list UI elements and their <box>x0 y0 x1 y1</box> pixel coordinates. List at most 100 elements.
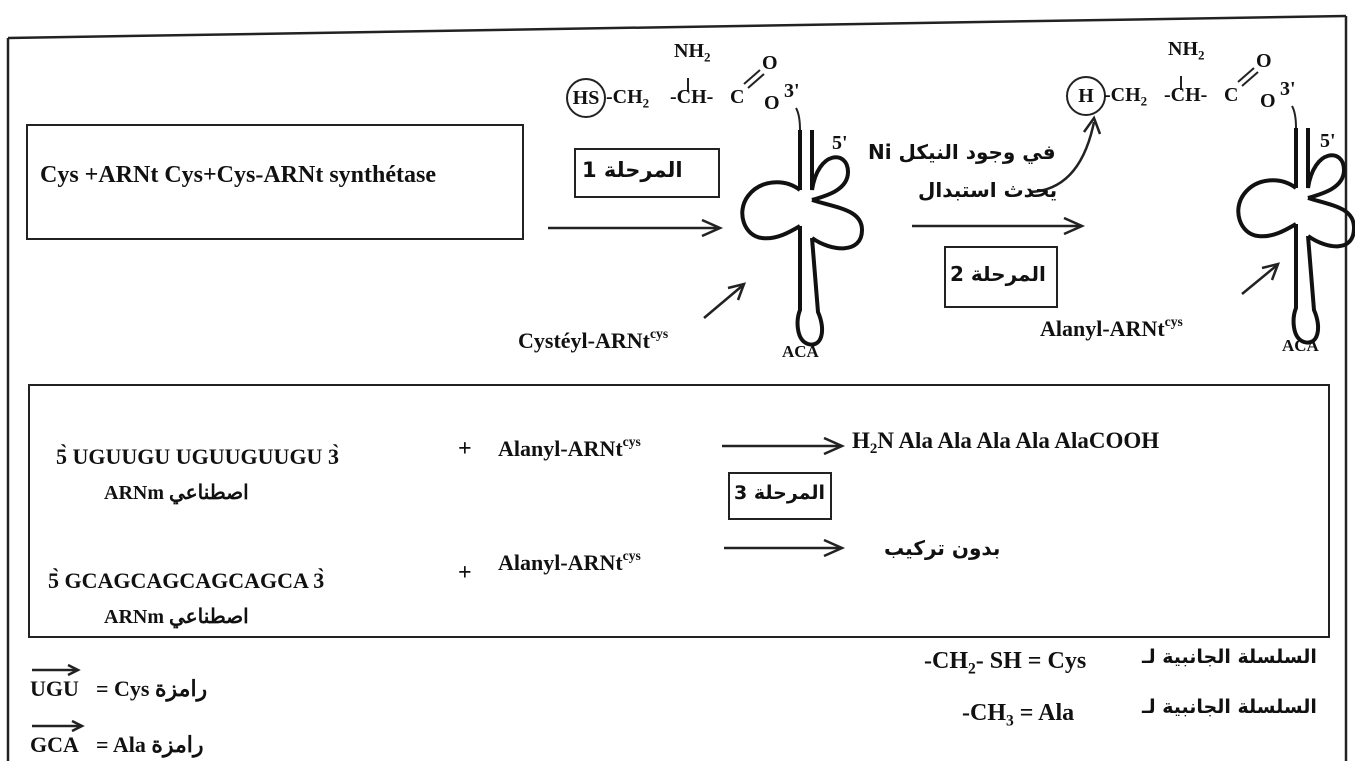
arrow-step1-head <box>701 218 724 238</box>
bond-co-1a <box>743 69 761 85</box>
molecule1-o-link: O <box>764 92 780 114</box>
alanyl-trna-label: Alanyl-ARNtcys <box>1040 314 1183 342</box>
pointer-alanyl <box>1241 265 1277 295</box>
reagent1-text: Alanyl-ARNt <box>498 436 623 462</box>
codon-gca: GCA <box>30 732 79 757</box>
ala-side-chain-text: السلسلة الجانبية لـ <box>1142 696 1317 718</box>
cys-side-chain-text: السلسلة الجانبية لـ <box>1142 646 1317 668</box>
reagent2-text: Alanyl-ARNt <box>498 550 623 576</box>
ala-formula-sub: 3 <box>1006 712 1014 730</box>
molecule2-o-link: O <box>1260 90 1276 112</box>
hs-group-circle: HS <box>566 78 606 118</box>
step2-label-box <box>944 246 1058 308</box>
reagent1: Alanyl-ARNtcys <box>498 434 641 462</box>
molecule2-ch: -CH- <box>1164 84 1208 106</box>
molecule1-nh2-text: NH <box>674 40 704 62</box>
molecule2-ch2-text: -CH <box>1104 84 1141 106</box>
codon-ugu-def: = Cys رامزة <box>96 676 208 701</box>
product2-none: بدون تركيب <box>884 536 1001 560</box>
molecule1-ch2: -CH2 <box>606 86 649 112</box>
molecule1-ch: -CH- <box>670 86 714 108</box>
molecule2-o: O <box>1256 50 1272 72</box>
molecule1-o: O <box>762 52 778 74</box>
bond-3prime-2 <box>1291 105 1297 129</box>
step1-label-box <box>574 148 720 198</box>
product1-h-sub: 2 <box>869 441 878 458</box>
bond-co-1b <box>747 73 765 89</box>
mrna1-label: ARNm اصطناعي <box>104 482 249 504</box>
bond-3prime-1 <box>795 107 801 131</box>
trna1-5prime: 5' <box>832 132 848 154</box>
arrow-step3-row1-head <box>823 436 846 456</box>
vector-gca-head <box>71 719 85 733</box>
product1-rest: N Ala Ala Ala Ala AlaCOOH <box>877 428 1160 453</box>
pointer-cysteyl <box>703 285 743 319</box>
product1-h: H <box>852 428 870 453</box>
molecule1-nh2: NH2 <box>674 40 711 66</box>
hs-group-label: HS <box>572 87 600 109</box>
vector-ugu-head <box>67 663 81 677</box>
arrow-step2-head <box>1063 216 1086 236</box>
mrna2-sequence: 5̀ GCAGCAGCAGCAGCA 3̀ <box>48 568 325 593</box>
trna1-anticodon: ACA <box>782 342 819 361</box>
ala-side-chain-formula: -CH3 = Ala <box>962 700 1074 730</box>
step3-panel <box>28 384 1330 638</box>
ala-formula-b: = Ala <box>1013 700 1075 726</box>
step3-label: المرحلة 3 <box>734 482 826 504</box>
cys-formula-sub: 2 <box>968 660 976 678</box>
h-group-circle: H <box>1066 76 1106 116</box>
h-group-label: H <box>1078 85 1094 107</box>
step2-condition-1: في وجود النيكل Ni <box>868 140 1056 164</box>
molecule1-ch2-text: -CH <box>606 86 643 108</box>
codon-ugu: UGU <box>30 676 79 701</box>
cysteyl-trna-label: Cystéyl-ARNtcys <box>518 326 668 354</box>
bond-co-2a <box>1237 67 1255 83</box>
plus-2: + <box>458 560 472 586</box>
reaction-box <box>26 124 524 240</box>
step2-label: المرحلة 2 <box>950 262 1046 286</box>
mrna2-label: ARNm اصطناعي <box>104 606 249 628</box>
step2-condition-2: يحدث استبدال <box>918 178 1058 202</box>
molecule1-c: C <box>730 86 745 108</box>
arrow-ni-to-h <box>1029 121 1096 194</box>
reagent2-sup: cys <box>622 548 641 563</box>
cysteyl-trna-sup: cys <box>649 326 669 341</box>
molecule2-nh2-text: NH <box>1168 38 1198 60</box>
molecule2-ch2: -CH2 <box>1104 84 1147 110</box>
molecule2-ch2-sub: 2 <box>1140 93 1148 109</box>
cys-formula-b: - SH = Cys <box>975 648 1087 674</box>
arrow-ni-to-h-head <box>1082 115 1102 135</box>
step1-label: المرحلة 1 <box>582 158 683 182</box>
pointer-cysteyl-head <box>727 282 747 301</box>
reagent2: Alanyl-ARNtcys <box>498 548 641 576</box>
pointer-alanyl-head <box>1261 262 1281 281</box>
mrna1-sequence: 5̀ UGUUGU UGUUGUUGU 3̀ <box>56 444 339 469</box>
codon-gca-def: = Ala رامزة <box>96 732 204 757</box>
trna2-5prime: 5' <box>1320 130 1336 152</box>
bond-co-2b <box>1241 71 1259 87</box>
plus-1: + <box>458 436 472 462</box>
molecule2-c: C <box>1224 84 1239 106</box>
molecule2-3prime: 3' <box>1280 78 1296 100</box>
step3-label-box <box>728 472 832 520</box>
trna2-anticodon: ACA <box>1282 336 1319 355</box>
molecule1-3prime: 3' <box>784 80 800 102</box>
ala-formula-a: -CH <box>962 700 1006 726</box>
molecule2-nh2: NH2 <box>1168 38 1205 64</box>
product1-peptide: H2N Ala Ala Ala Ala AlaCOOH <box>852 428 1159 458</box>
trna-cloverleaf-1 <box>740 130 865 347</box>
cysteyl-trna-text: Cystéyl-ARNt <box>518 328 650 354</box>
arrow-step3-row2-head <box>823 538 846 558</box>
outer-border-top <box>7 14 1347 40</box>
alanyl-trna-sup: cys <box>1164 314 1183 329</box>
cys-formula-a: -CH <box>924 648 968 674</box>
trna-cloverleaf-2 <box>1236 128 1355 345</box>
alanyl-trna-text: Alanyl-ARNt <box>1040 316 1165 342</box>
molecule1-nh2-sub: 2 <box>704 49 711 65</box>
molecule2-nh2-sub: 2 <box>1198 47 1205 63</box>
reagent1-sup: cys <box>622 434 641 449</box>
cys-side-chain-formula: -CH2- SH = Cys <box>924 648 1086 678</box>
reaction-text: Cys +ARNt Cys+Cys-ARNt synthétase <box>40 162 436 188</box>
molecule1-ch2-sub: 2 <box>642 95 650 111</box>
